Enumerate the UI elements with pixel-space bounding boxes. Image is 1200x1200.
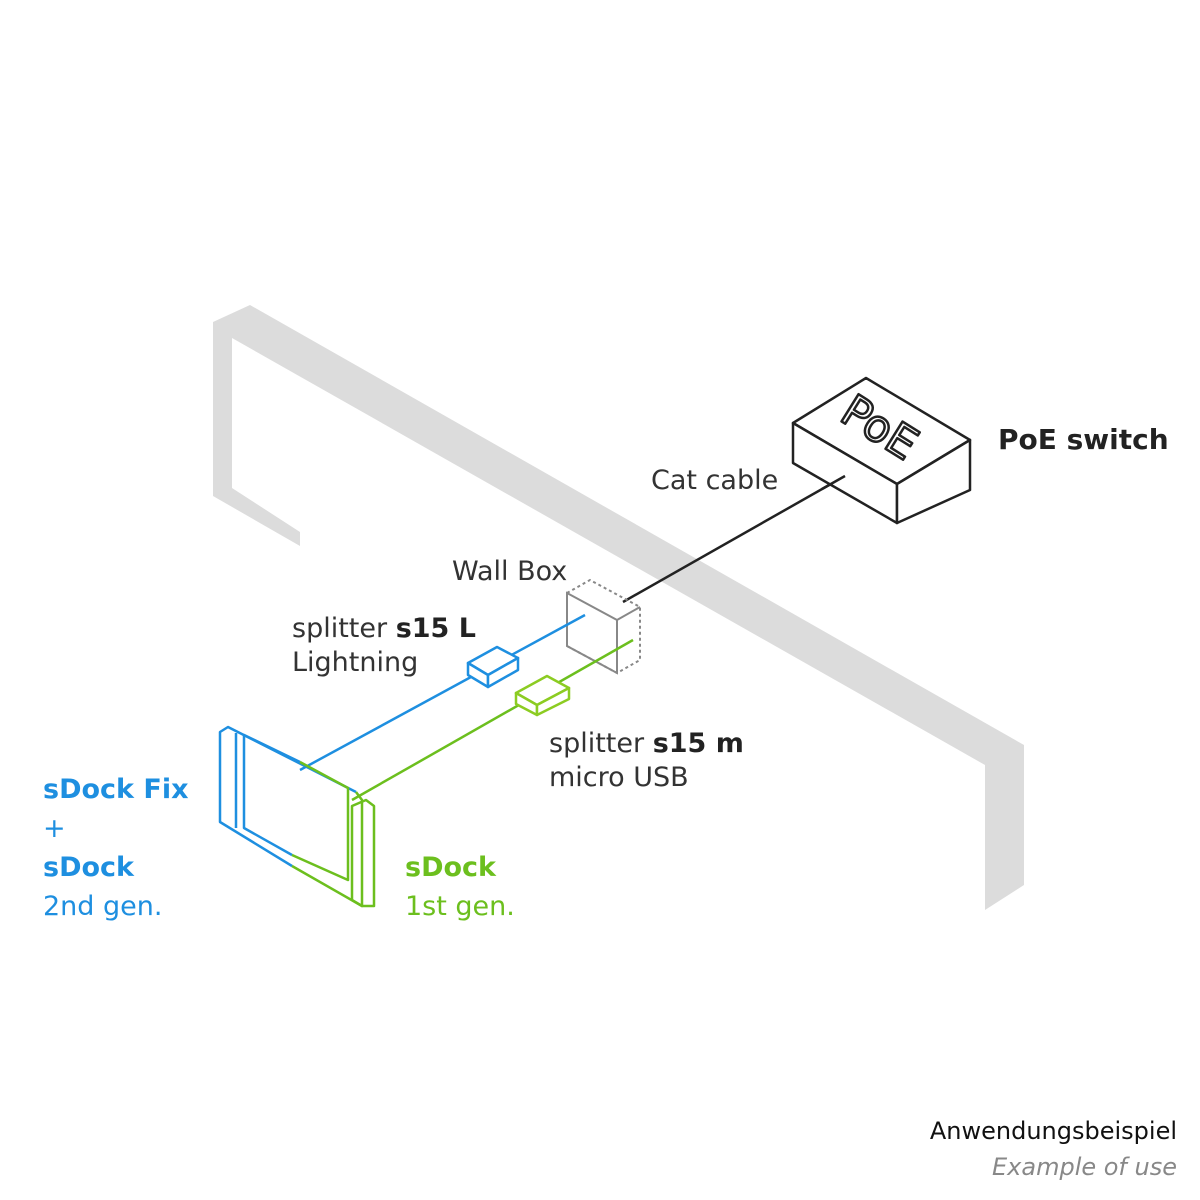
splitter-s15m-label: splitter s15 m micro USB (549, 727, 744, 795)
sdock-fix-line2: + (43, 813, 66, 844)
splitter-s15l-label: splitter s15 L Lightning (292, 612, 476, 680)
splitter-s15l-box (466, 645, 520, 689)
poe-switch-label: PoE switch (998, 423, 1169, 456)
sdock-1st-gen-label: sDock 1st gen. (405, 848, 515, 926)
green-cable (351, 638, 634, 802)
blue-cable (299, 613, 586, 772)
cat-cable-label: Cat cable (651, 465, 779, 496)
sdock-fix-label: sDock Fix + sDock 2nd gen. (43, 770, 189, 926)
sdock-fix-line4: 2nd gen. (43, 891, 163, 922)
sdock1-line2: 1st gen. (405, 891, 515, 922)
splitter-l-prefix: splitter (292, 613, 388, 644)
wall (213, 305, 1024, 910)
cat-cable (622, 474, 846, 604)
splitter-l-model: s15 L (395, 613, 476, 644)
poe-switch-box: PoE (791, 376, 972, 525)
wall-box-label: Wall Box (452, 556, 568, 587)
splitter-m-model: s15 m (652, 728, 744, 759)
wall-box (566, 578, 641, 675)
sdock-fix-line3: sDock (43, 852, 134, 883)
caption-subtitle: Example of use (992, 1153, 1177, 1181)
splitter-l-type: Lightning (292, 647, 419, 678)
splitter-m-prefix: splitter (549, 728, 645, 759)
splitter-s15m-box (514, 674, 571, 717)
splitter-m-type: micro USB (549, 762, 689, 793)
sdock-fix-line1: sDock Fix (43, 774, 189, 805)
caption-title: Anwendungsbeispiel (929, 1117, 1177, 1145)
sdock1-line1: sDock (405, 852, 496, 883)
sdock-tablet (218, 725, 376, 908)
